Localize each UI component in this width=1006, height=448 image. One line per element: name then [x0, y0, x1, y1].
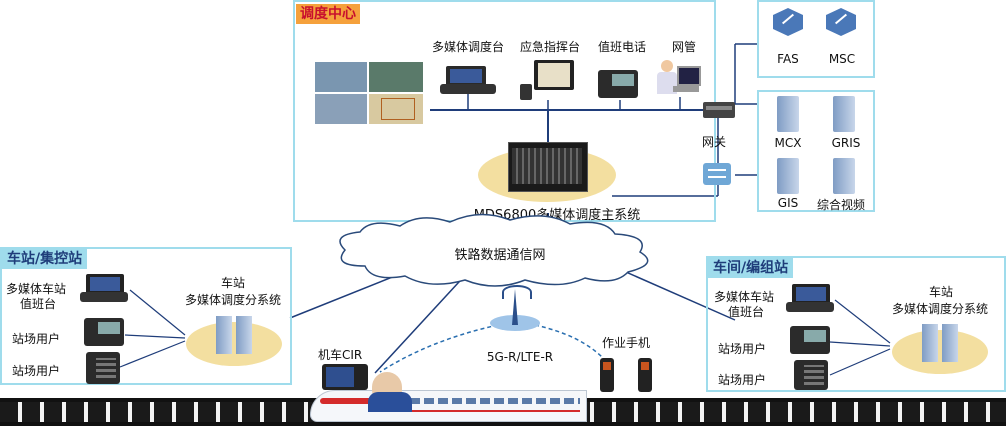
left-station-box [0, 247, 292, 385]
gris-label: GRIS [831, 136, 861, 150]
right-fan-3 [829, 348, 891, 376]
mds-main-server-icon [478, 140, 616, 210]
gis-label: GIS [777, 196, 799, 210]
left-fan-1 [129, 289, 186, 336]
right-phone-icon-1 [790, 324, 830, 356]
left-user-label-1: 站场用户 [12, 332, 61, 346]
dispatch-center-title: 调度中心 [296, 4, 360, 24]
gateway-label: 网关 [702, 135, 727, 149]
left-user-label-2: 站场用户 [12, 364, 61, 378]
video-server-icon [833, 158, 855, 194]
left-subsystem-label-1: 车站 [220, 276, 245, 290]
left-console-icon [80, 274, 128, 304]
train-image [310, 372, 587, 424]
network-mgmt-label: 网管 [671, 40, 696, 54]
gis-server-icon [777, 158, 799, 194]
msc-label: MSC [828, 52, 856, 66]
right-station-box [706, 256, 1006, 392]
left-phone-icon-2 [86, 352, 120, 384]
right-subsystem-label-2: 多媒体调度分系统 [891, 302, 988, 316]
fas-label: FAS [777, 52, 799, 66]
emergency-console-label: 应急指挥台 [519, 40, 580, 54]
duty-phone-icon [598, 66, 638, 100]
switch-icon [703, 163, 731, 185]
left-subsystem-server-icon [186, 312, 282, 368]
cir-device-icon [322, 364, 368, 390]
gateway-icon [703, 102, 735, 118]
cir-label: 机车CIR [318, 348, 363, 362]
fas-icon [773, 8, 803, 36]
cloud-label: 铁路数据通信网 [454, 248, 546, 263]
right-user-label-2: 站场用户 [718, 373, 767, 387]
multimedia-console-icon [440, 66, 496, 96]
cloud-to-left-line [289, 261, 431, 319]
handset-label: 作业手机 [602, 336, 651, 350]
wireless-to-cir [379, 324, 499, 373]
multimedia-console-label: 多媒体调度台 [431, 40, 504, 54]
left-fan-2 [124, 334, 186, 339]
right-subsystem-label-1: 车站 [928, 285, 953, 299]
left-subsystem-label-2: 多媒体调度分系统 [184, 293, 281, 307]
right-user-label-1: 站场用户 [718, 342, 767, 356]
network-mgmt-icon [655, 60, 701, 98]
wireless-to-handset [534, 324, 604, 359]
radio-label: 5G-R/LTE-R [486, 350, 554, 364]
right-console-label-1: 多媒体车站 [714, 290, 775, 304]
right-console-icon [786, 284, 834, 314]
left-station-title: 车站/集控站 [2, 249, 88, 269]
video-wall-image [315, 62, 427, 128]
handset-icon-1 [600, 358, 614, 392]
radio-tower-icon [490, 285, 540, 335]
left-fan-3 [119, 340, 186, 368]
bottom-server-box [757, 90, 875, 212]
right-fan-1 [834, 299, 891, 344]
left-console-label-2: 值班台 [20, 297, 57, 311]
duty-phone-label: 值班电话 [597, 40, 646, 54]
rail-bottom [0, 422, 1006, 426]
mcx-label: MCX [774, 136, 802, 150]
msc-icon [826, 8, 856, 36]
top-server-box [757, 0, 875, 78]
left-console-label-1: 多媒体车站 [6, 282, 67, 296]
integrated-video-label: 综合视频 [816, 198, 865, 212]
emergency-console-icon [520, 60, 576, 100]
right-phone-icon-2 [794, 360, 828, 390]
gris-server-icon [833, 96, 855, 132]
handset-icon-2 [638, 358, 652, 392]
left-phone-icon-1 [84, 316, 124, 348]
right-fan-2 [829, 341, 891, 347]
right-station-title: 车间/编组站 [708, 258, 794, 278]
right-console-label-2: 值班台 [728, 305, 765, 319]
right-subsystem-server-icon [892, 320, 988, 376]
cloud-to-cir-line [374, 269, 471, 374]
mds-main-label: MDS6800多媒体调度主系统 [473, 208, 641, 223]
mcx-server-icon [777, 96, 799, 132]
